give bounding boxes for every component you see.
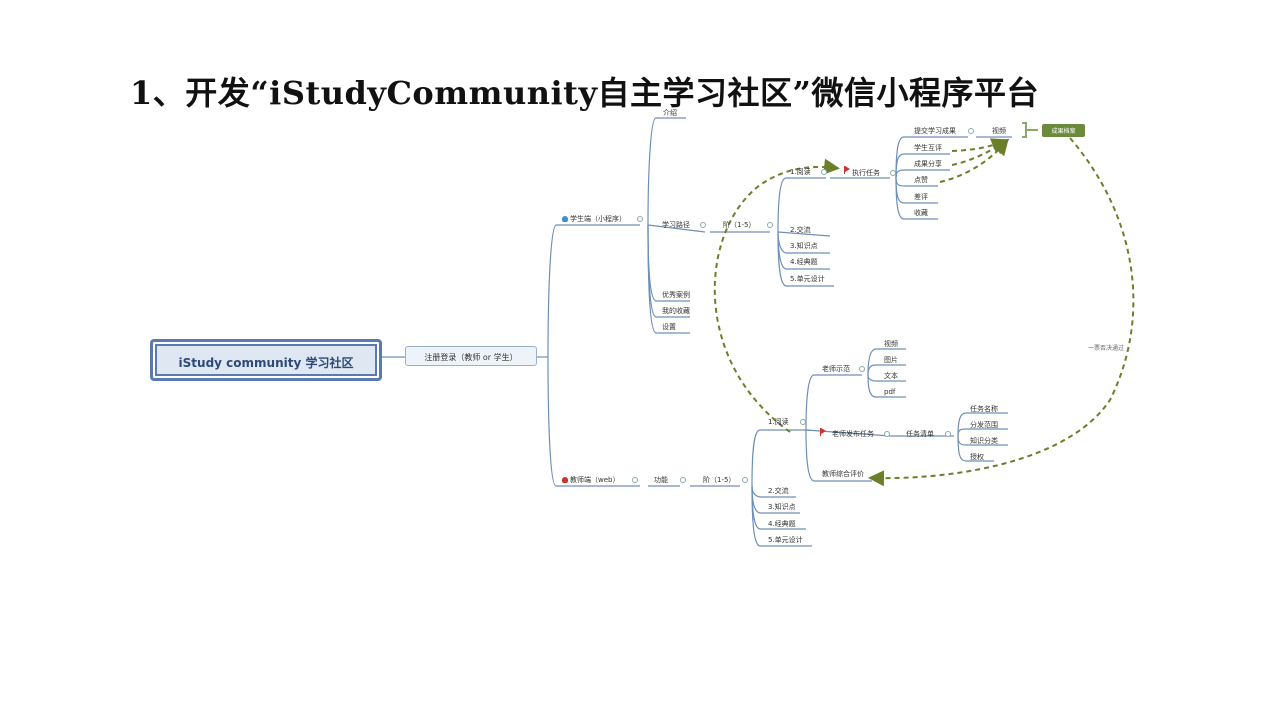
collapse-icon[interactable] <box>632 477 638 483</box>
student-icon <box>562 216 568 222</box>
student-branch[interactable]: 学生端（小程序） <box>570 215 626 223</box>
node-share[interactable]: 成果分享 <box>914 160 942 168</box>
node-excellent-case[interactable]: 优秀案例 <box>662 291 690 299</box>
node-knowledge-class[interactable]: 知识分类 <box>970 437 998 445</box>
collapse-icon[interactable] <box>680 477 686 483</box>
collapse-icon[interactable] <box>637 216 643 222</box>
collapse-icon[interactable] <box>800 419 806 425</box>
archive-node[interactable]: 成果档案 <box>1042 124 1085 137</box>
slide-title: 1、开发“iStudyCommunity自主学习社区”微信小程序平台 <box>130 74 1039 112</box>
node-my-favorites[interactable]: 我的收藏 <box>662 307 690 315</box>
flag-icon <box>845 166 850 172</box>
node-exec-task[interactable]: 执行任务 <box>852 169 880 177</box>
collapse-icon[interactable] <box>767 222 773 228</box>
teacher-branch[interactable]: 教师端（web） <box>570 476 620 484</box>
node-demo-pdf[interactable]: pdf <box>884 388 896 396</box>
node-submit[interactable]: 提交学习成果 <box>914 127 956 135</box>
node-communicate[interactable]: 2.交流 <box>790 226 811 234</box>
node-teacher-unit-design[interactable]: 5.单元设计 <box>768 536 803 544</box>
node-demo-image[interactable]: 图片 <box>884 356 898 364</box>
node-publish-task[interactable]: 老师发布任务 <box>832 430 874 438</box>
node-unit-design[interactable]: 5.单元设计 <box>790 275 825 283</box>
node-knowledge[interactable]: 3.知识点 <box>790 242 818 250</box>
collapse-icon[interactable] <box>742 477 748 483</box>
node-auth[interactable]: 授权 <box>970 453 984 461</box>
node-stage[interactable]: 阶（1-5） <box>723 221 756 229</box>
node-task-list[interactable]: 任务清单 <box>906 430 934 438</box>
node-favorite[interactable]: 收藏 <box>914 209 928 217</box>
node-overall-eval[interactable]: 教师综合评价 <box>822 470 864 478</box>
node-function[interactable]: 功能 <box>654 476 668 484</box>
node-intro[interactable]: 介绍 <box>663 109 677 117</box>
collapse-icon[interactable] <box>859 366 865 372</box>
node-teacher-read[interactable]: 1.阅读 <box>768 418 789 426</box>
collapse-icon[interactable] <box>700 222 706 228</box>
node-teacher-communicate[interactable]: 2.交流 <box>768 487 789 495</box>
collapse-icon[interactable] <box>945 431 951 437</box>
node-teacher-stage[interactable]: 阶（1-5） <box>703 476 736 484</box>
flag-pole <box>820 428 821 436</box>
node-learning-path[interactable]: 学习路径 <box>662 221 690 229</box>
archive-note: 一票否决通过 <box>1088 345 1125 352</box>
collapse-icon[interactable] <box>968 128 974 134</box>
collapse-icon[interactable] <box>821 169 827 175</box>
node-teacher-knowledge[interactable]: 3.知识点 <box>768 503 796 511</box>
node-like[interactable]: 点赞 <box>914 176 928 184</box>
collapse-icon[interactable] <box>884 431 890 437</box>
node-dist-range[interactable]: 分发范围 <box>970 421 998 429</box>
node-task-name[interactable]: 任务名称 <box>970 405 998 413</box>
node-bad-review[interactable]: 差评 <box>914 193 928 201</box>
node-video[interactable]: 视频 <box>992 127 1006 135</box>
node-demo-video[interactable]: 视频 <box>884 340 898 348</box>
node-settings[interactable]: 设置 <box>662 323 676 331</box>
flag-pole <box>844 166 845 174</box>
teacher-icon <box>562 477 568 483</box>
node-demo-text[interactable]: 文本 <box>884 372 898 380</box>
archive-label: 成果档案 <box>1051 128 1076 135</box>
node-demo[interactable]: 老师示范 <box>822 365 850 373</box>
node-read[interactable]: 1.阅读 <box>790 168 811 176</box>
collapse-icon[interactable] <box>890 170 896 176</box>
root-label: iStudy community 学习社区 <box>178 356 354 370</box>
node-classic[interactable]: 4.经典题 <box>790 258 818 266</box>
node-peer-review[interactable]: 学生互评 <box>914 144 942 152</box>
register-node[interactable]: 注册登录（教师 or 学生） <box>405 346 537 366</box>
node-teacher-classic[interactable]: 4.经典题 <box>768 520 796 528</box>
flag-icon <box>821 428 826 434</box>
register-label: 注册登录（教师 or 学生） <box>424 353 518 362</box>
root-node[interactable]: iStudy community 学习社区 <box>150 339 382 381</box>
